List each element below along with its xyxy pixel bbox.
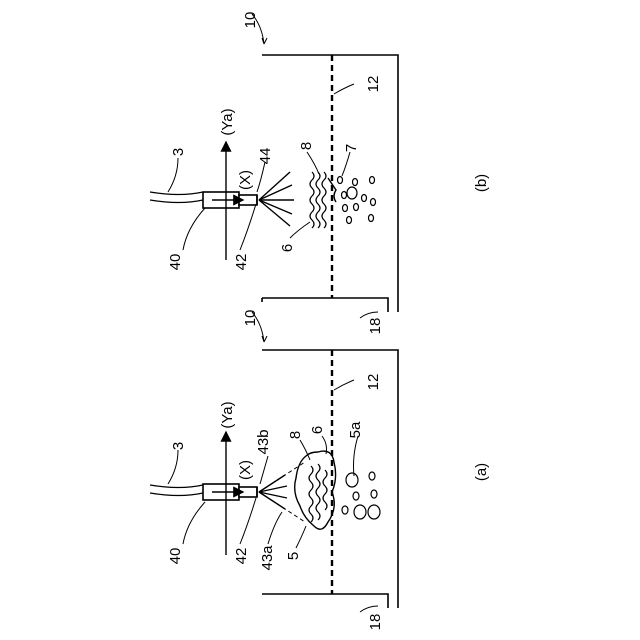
label-40-a: 40 (167, 548, 184, 565)
spray-44-lines (259, 172, 294, 226)
label-44: 44 (257, 148, 274, 165)
spray-43b-lines (259, 475, 287, 509)
label-42-b: 42 (233, 254, 250, 271)
object-5 (295, 451, 336, 529)
particles-5a (342, 472, 380, 519)
label-ya-b: (Ya) (219, 108, 236, 135)
figure-b-labels: 10 12 3 (Ya) 44 8 7 (X) 40 42 6 (b) (167, 12, 490, 271)
film-6-a (309, 464, 327, 522)
cable-a (150, 485, 203, 496)
caption-a: (a) (473, 463, 490, 481)
label-12-b: 12 (365, 76, 382, 93)
label-8-a: 8 (287, 431, 304, 439)
label-7: 7 (343, 144, 360, 152)
label-8-b: 8 (298, 142, 315, 150)
label-42-a: 42 (233, 548, 250, 565)
label-5: 5 (285, 552, 302, 560)
figure-b (150, 14, 398, 318)
label-3-b: 3 (170, 148, 187, 156)
label-ya-a: (Ya) (219, 401, 236, 428)
tank-wall-b (262, 55, 398, 312)
label-18-a: 18 (367, 614, 384, 631)
label-x-b: (X) (237, 170, 254, 190)
caption-b: (b) (473, 174, 490, 192)
spray-43a-dashed (259, 462, 305, 522)
label-5a: 5a (347, 421, 364, 438)
label-6-b: 6 (279, 244, 296, 252)
cable-b (150, 192, 203, 203)
label-10-b: 10 (242, 12, 259, 29)
figure-a-labels: 10 12 3 (Ya) 43b 8 6 5a (X) 40 42 43a 5 … (167, 310, 490, 631)
leader-lines-b (168, 14, 378, 318)
label-3-a: 3 (170, 442, 187, 450)
label-10-a: 10 (242, 310, 259, 327)
particles-7 (338, 177, 376, 224)
label-12-a: 12 (365, 374, 382, 391)
film-6-b (310, 172, 326, 228)
label-43a: 43a (259, 545, 276, 571)
label-x-a: (X) (237, 460, 254, 480)
label-6-a: 6 (309, 426, 326, 434)
label-40-b: 40 (167, 254, 184, 271)
label-43b: 43b (255, 429, 272, 454)
label-18-b: 18 (367, 318, 384, 335)
